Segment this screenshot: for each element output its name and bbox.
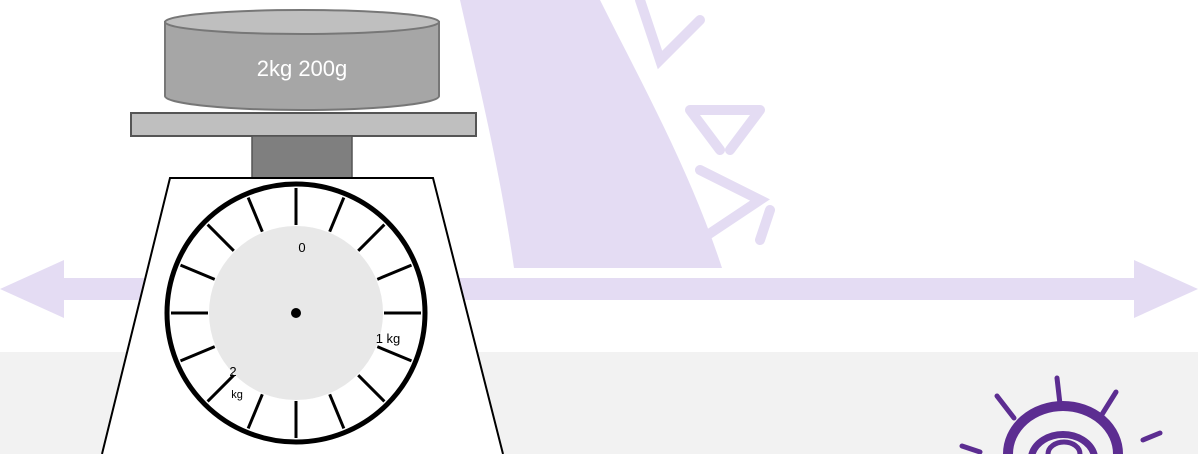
dial-label-zero: 0: [298, 240, 305, 255]
dial: 0 1 kg 2 kg: [167, 184, 425, 442]
dial-label-two-kg-number: 2: [229, 364, 236, 379]
weight-block: 2kg 200g: [165, 10, 439, 110]
dial-label-one-kg: 1 kg: [376, 331, 401, 346]
scale-plate: [131, 113, 476, 136]
weight-label: 2kg 200g: [257, 56, 348, 81]
dial-center-dot: [291, 308, 301, 318]
dial-label-two-kg-unit: kg: [231, 389, 243, 401]
scale-column: [252, 136, 352, 178]
